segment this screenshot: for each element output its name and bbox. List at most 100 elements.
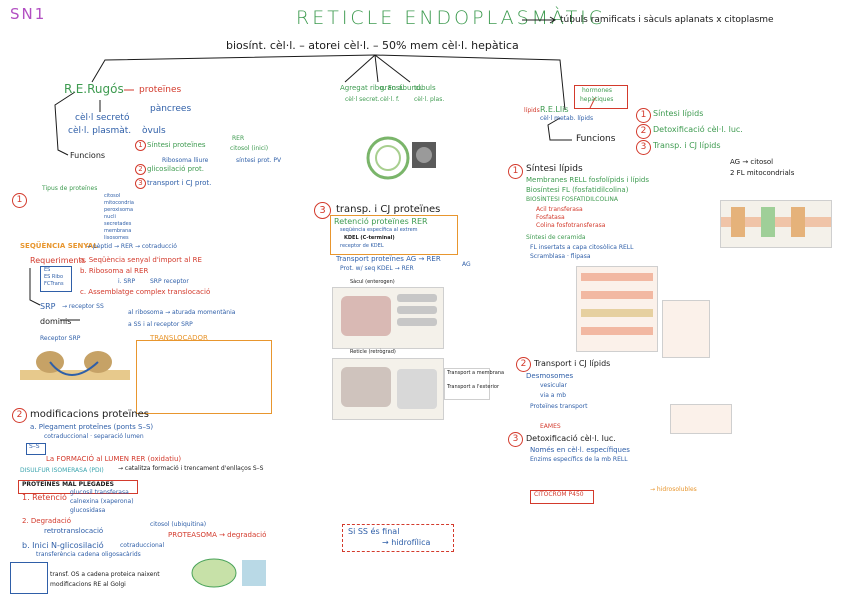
rer-title: R.E.Rugós xyxy=(64,83,124,96)
sec1-req-a: a. Seqüència senyal d'import al RE xyxy=(80,257,202,265)
s2-title: Transport i CJ lípids xyxy=(534,360,610,369)
s3-cytochrome: CITOCROM P450 xyxy=(534,492,584,499)
sec1-title: Tipus de proteïnes xyxy=(42,186,97,193)
s1-line-6: Colina fosfotransferasa xyxy=(536,223,605,230)
s1-line-7: Síntesi de ceramida xyxy=(526,235,586,242)
rer-f3-number: 3 xyxy=(135,178,146,189)
ser-sub: cèl·l metab. lípids xyxy=(540,116,593,123)
s1-line-4: Acil transferasa xyxy=(536,207,583,214)
sec2-misfolded: PROTEÏNES MAL PLEGADES xyxy=(22,482,114,489)
sec2-a: a. Plegament proteïnes (ponts S–S) xyxy=(30,424,153,432)
ser-f1: Síntesi lípids xyxy=(653,110,703,119)
lipid-membrane-figure-art xyxy=(721,201,831,247)
sec3-retention: Retenció proteïnes RER xyxy=(334,218,428,227)
lipid-membrane-figure xyxy=(720,200,832,248)
sec3-fig4-label: Transport a l'exterior xyxy=(447,385,499,391)
sec1-list-2: mitocondria xyxy=(104,201,134,207)
sec1-req-1: ES xyxy=(44,268,50,274)
sec2-ss: S–S xyxy=(29,444,40,451)
sec2-deg-2: citosol (ubiquitina) xyxy=(150,522,206,529)
center-small-1: cèl·l secret. xyxy=(345,97,380,104)
ser-f3: Transp. i CJ lípids xyxy=(653,142,721,151)
rer-cell-plasma: cèl·l. plasmàt. xyxy=(68,127,131,137)
ser-hepatic: hepàtiques xyxy=(580,97,613,104)
sec2-pdi: DISULFUR ISOMERASA (PDI) xyxy=(20,468,104,475)
ser-lipids-label: lípids xyxy=(524,108,540,115)
ser-title: R.E.Llis xyxy=(540,106,568,115)
rer-ribosome-prot: síntesi prot. PV xyxy=(236,158,281,165)
glycosylation-sketch xyxy=(10,562,48,594)
rer-cell-secretor: cèl·l secretó xyxy=(75,114,129,124)
center-small-3: cèl·l. plas. xyxy=(414,97,444,104)
sec1-dom-1: al ribosoma → aturada momentània xyxy=(128,310,235,317)
ser-f1-number: 1 xyxy=(636,108,651,123)
rer-f1: Síntesi proteïnes xyxy=(147,142,206,150)
sec3-transport-ag: AG xyxy=(462,262,471,269)
s3-d1: Només en cèl·l. específiques xyxy=(530,447,630,455)
note-line-2: → hidrofílica xyxy=(382,539,430,548)
s1-ag-2: 2 FL mitocondrials xyxy=(730,170,794,178)
sec2-a1: cotraduccional · separació lumen xyxy=(44,434,144,441)
rer-ribosome: Ribosoma lliure xyxy=(162,158,208,165)
s2-number: 2 xyxy=(516,357,531,372)
s1-number: 1 xyxy=(508,164,523,179)
sec1-list-4: nucli xyxy=(104,215,116,221)
sec1-domains: dominis xyxy=(40,318,71,327)
sec1-srp-receptor: → receptor SS xyxy=(62,304,104,311)
ser-functions: Funcions xyxy=(576,135,615,145)
sec3-ret-2: receptor de KDEL xyxy=(340,244,384,250)
sec1-req-c: c. Assemblatge complex translocació xyxy=(80,289,210,297)
sec1-number: 1 xyxy=(12,193,27,208)
sec1-membrane: membrana xyxy=(104,229,131,235)
sec3-title: transp. i CJ proteïnes xyxy=(336,204,440,215)
s1-ag: AG → citosol xyxy=(730,159,773,167)
sec2-deg-3: PROTEASOMA → degradació xyxy=(168,532,266,540)
sec3-number: 3 xyxy=(314,202,331,219)
sec2-b3: transf. OS a cadena proteica naixent xyxy=(50,572,160,579)
s2-d2: via a mb xyxy=(540,393,566,400)
s1-title: Síntesi lípids xyxy=(526,165,583,175)
sec2-b1: cotraduccional xyxy=(120,543,164,550)
lipid-figure-1 xyxy=(576,266,658,352)
s1-line-2: Biosíntesi FL (fosfatidilcolina) xyxy=(526,187,628,195)
rer-f2-number: 2 xyxy=(135,164,146,175)
sec1-req-2: ES Ribo xyxy=(44,275,63,281)
note-line-1: Si SS és final xyxy=(348,528,399,537)
rer-f1-cytosol: citosol (inici) xyxy=(230,146,268,153)
rer-f2: glicosilació prot. xyxy=(147,166,204,174)
s2-d1: vesicular xyxy=(540,383,567,390)
center-tubuls: túbuls xyxy=(414,85,436,93)
sec3-kdel: KDEL (C-terminal) xyxy=(344,236,395,242)
s1-line-3: BIOSÍNTESI FOSFATIDILCOLINA xyxy=(526,197,618,204)
sec2-ret-1: glucosil transferasa xyxy=(70,490,129,497)
ser-f2: Detoxificació cèl·l. luc. xyxy=(653,126,743,135)
sec1-list-3: peroxisoma xyxy=(104,208,133,214)
sec1-req-3: FCTrans xyxy=(44,282,64,288)
sec2-b: b. Inici N-glicosilació xyxy=(22,542,104,551)
ser-f3-number: 3 xyxy=(636,140,651,155)
sec2-title: modificacions proteïnes xyxy=(30,409,149,420)
sec3-side-figure: Transport a membrana Transport a l'exter… xyxy=(444,368,490,400)
sec2-retention: 1. Retenció xyxy=(22,494,67,503)
sec2-ret-2: calnexina (xaperona) xyxy=(70,499,134,506)
sec1-req-b2: SRP receptor xyxy=(150,279,189,286)
er-golgi-figure-2 xyxy=(332,358,444,420)
ser-f2-number: 2 xyxy=(636,124,651,139)
s3-number: 3 xyxy=(508,432,523,447)
rer-f3: transport i CJ prot. xyxy=(147,180,211,188)
sec1-list-1: citosol xyxy=(104,194,120,200)
sec1-signal-note: → pèptid → RER → cotraducció xyxy=(86,244,177,251)
sec3-transport-2: Prot. w/ seq KDEL → RER xyxy=(340,266,414,273)
rer-f1-rer: RER xyxy=(232,136,244,143)
lipid-figure-1-art xyxy=(577,267,657,351)
sec3-fig1-label: Sàcul (enterogen) xyxy=(350,280,395,286)
lipid-transport-figure xyxy=(670,404,732,434)
s3-d2: Enzims específics de la mb RELL xyxy=(530,457,628,464)
sec1-requirements: Requeriments xyxy=(30,257,86,266)
s1-line-5: Fosfatasa xyxy=(536,215,565,222)
sec1-notes-box xyxy=(136,340,272,414)
rer-proteins: proteïnes xyxy=(139,86,181,96)
center-small-2: cèl·l. f. xyxy=(380,97,400,104)
sec2-pdi-desc: → catalitza formació i trencament d'enll… xyxy=(118,466,263,473)
sec1-srp: SRP xyxy=(40,303,55,312)
